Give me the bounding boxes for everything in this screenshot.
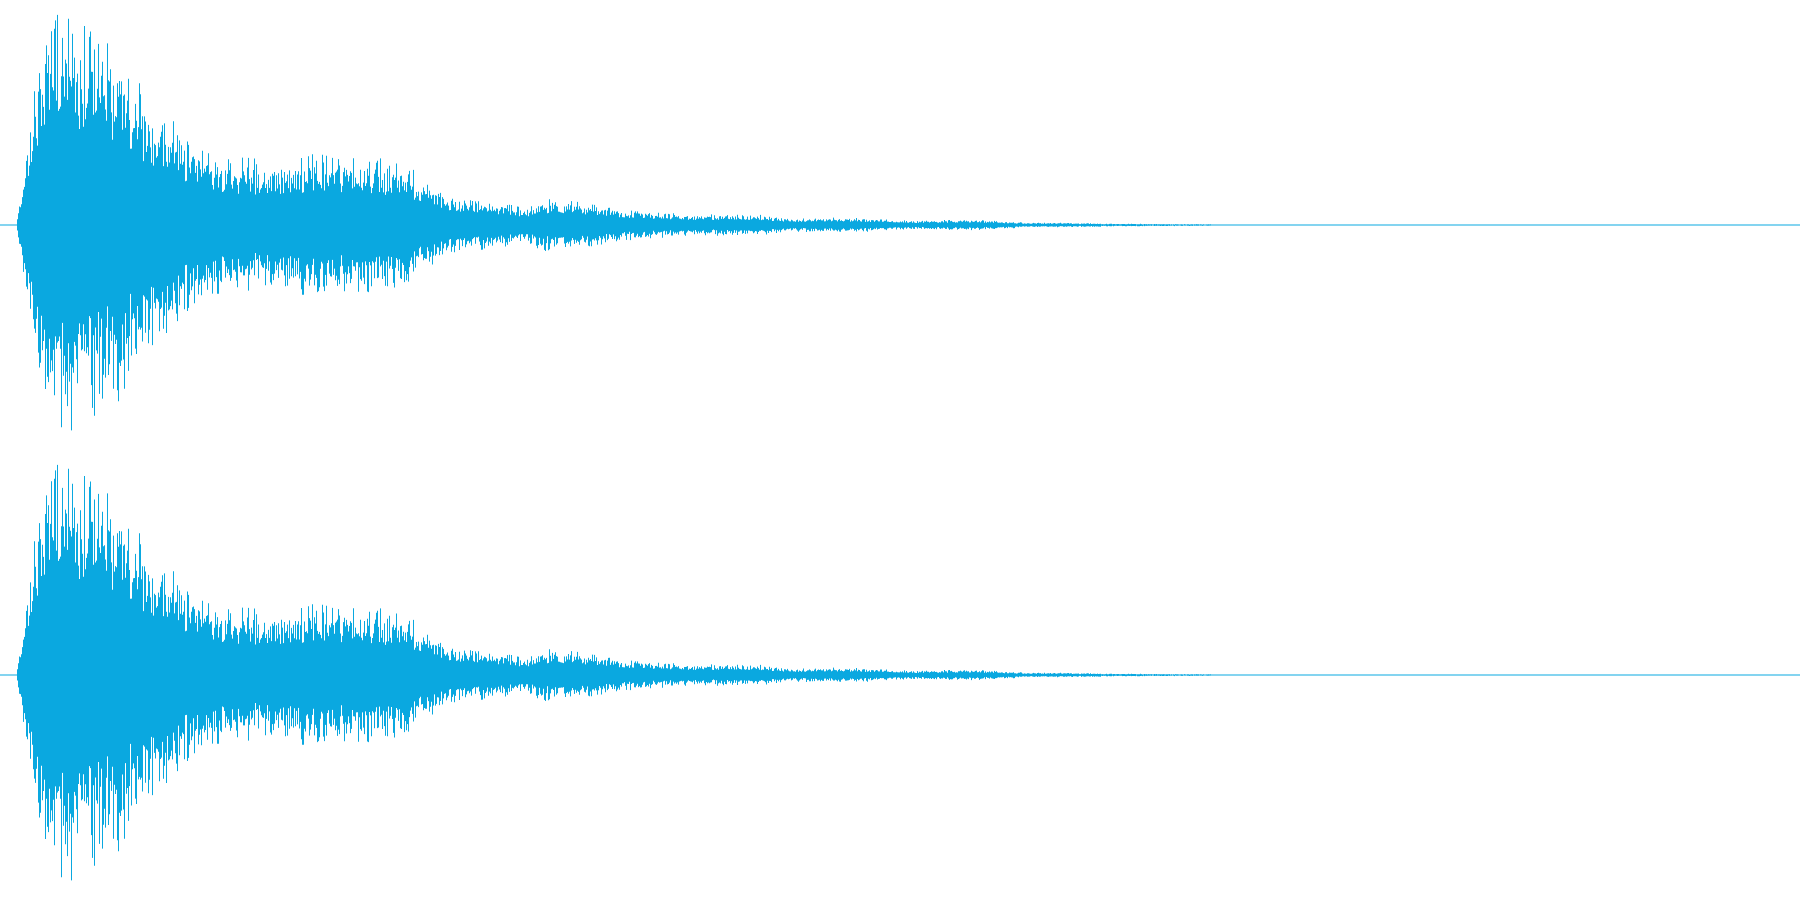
- channel-right-waveform[interactable]: [0, 464, 1800, 881]
- waveform-trace: [17, 14, 1220, 431]
- waveform-trace: [17, 464, 1220, 881]
- channel-left-waveform[interactable]: [0, 14, 1800, 431]
